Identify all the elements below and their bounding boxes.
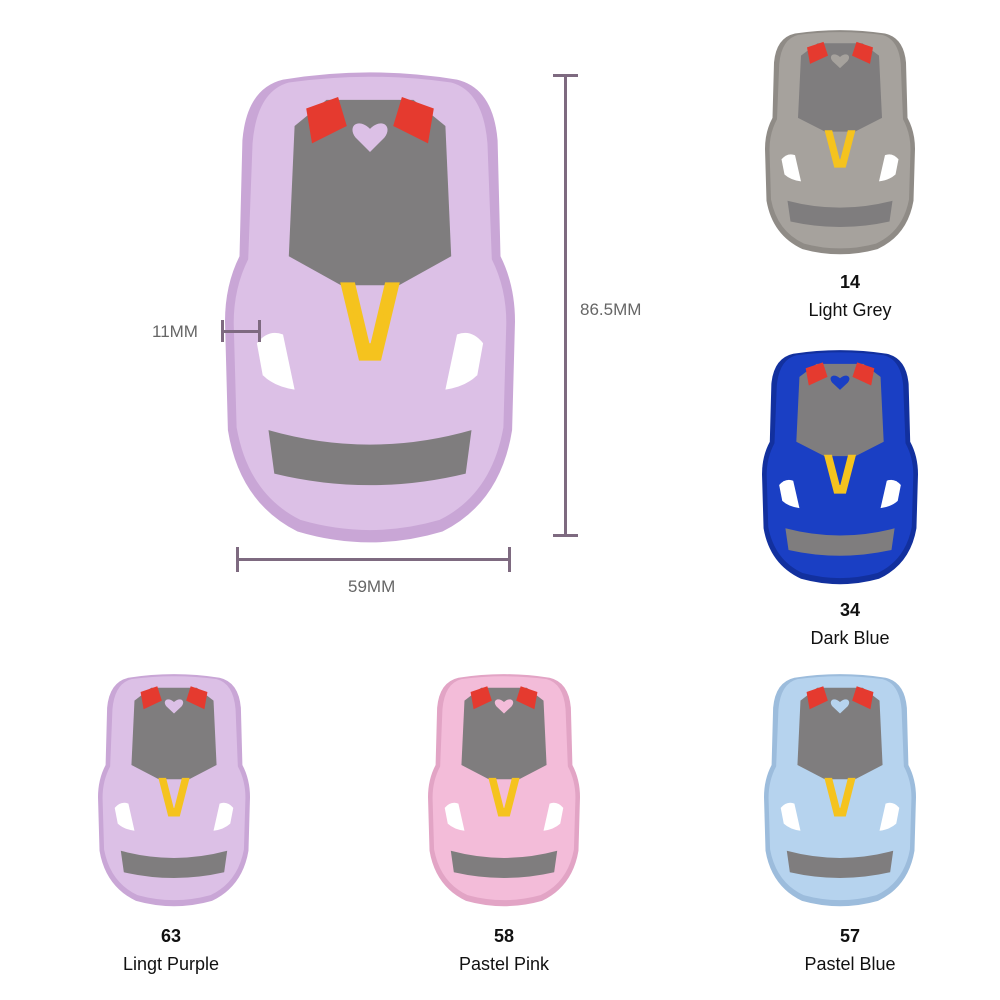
swatch-code: 63 [160, 926, 182, 946]
swatch-code: 57 [839, 926, 861, 946]
height-dimension-cap-bottom [553, 534, 578, 537]
car-windshield-left [306, 96, 347, 144]
thickness-dimension-cap-right [258, 320, 261, 342]
car-windshield-right [393, 96, 434, 144]
heart-icon [352, 123, 388, 153]
car-windshield-left [806, 686, 828, 710]
width-dimension-cap-right [508, 547, 511, 572]
car-headlight-left [779, 479, 800, 509]
height-dimension-line [564, 76, 567, 536]
width-dimension-line [237, 558, 510, 561]
car-headlight-left [781, 154, 801, 182]
car-windshield-right [852, 362, 875, 386]
swatch-car-dark-blue [762, 348, 918, 586]
car-windshield-right [186, 686, 208, 710]
swatch-label-pastel-pink: 58 Pastel Pink [414, 922, 594, 978]
height-dimension-label: 86.5MM [580, 300, 642, 319]
car-headlight-right [879, 154, 899, 182]
swatch-car-light-purple [98, 672, 250, 908]
car-windshield-right [852, 41, 873, 64]
car-hood-stripe [824, 130, 856, 168]
car-grille [785, 528, 895, 556]
swatch-name: Dark Blue [810, 628, 890, 648]
heart-icon [494, 699, 514, 714]
car-roof-panel [461, 687, 547, 780]
swatch-label-light-purple: 63 Lingt Purple [81, 922, 261, 978]
car-headlight-left [114, 802, 135, 831]
swatch-code: 58 [493, 926, 515, 946]
swatch-car-pastel-blue [764, 672, 916, 908]
car-roof-panel [798, 43, 882, 132]
car-windshield-left [807, 41, 828, 64]
car-grille [450, 850, 558, 878]
thickness-dimension-line [222, 330, 260, 333]
heart-icon [830, 699, 850, 714]
swatch-label-light-grey: 14 Light Grey [760, 268, 940, 324]
car-headlight-left [256, 332, 295, 390]
car-windshield-left [805, 362, 828, 386]
swatch-name: Light Grey [808, 300, 892, 320]
swatch-car-light-grey [765, 28, 915, 256]
car-headlight-left [780, 802, 801, 831]
swatch-name: Pastel Blue [804, 954, 896, 974]
thickness-dimension-cap-left [221, 320, 224, 342]
swatch-car-pastel-pink [428, 672, 580, 908]
car-roof-panel [288, 99, 452, 286]
swatch-name: Pastel Pink [458, 954, 550, 974]
height-dimension-cap-top [553, 74, 578, 77]
car-windshield-right [516, 686, 538, 710]
car-headlight-right [543, 802, 564, 831]
width-dimension-label: 59MM [348, 577, 396, 596]
car-headlight-right [445, 332, 484, 390]
car-headlight-right [880, 479, 901, 509]
main-teether-car [225, 68, 515, 546]
car-hood-stripe [340, 282, 400, 361]
car-windshield-left [470, 686, 492, 710]
car-grille [787, 200, 893, 227]
heart-icon [830, 54, 850, 69]
thickness-dimension-label: 11MM [152, 322, 198, 341]
car-hood-stripe [488, 777, 520, 817]
car-headlight-left [444, 802, 465, 831]
car-grille [786, 850, 894, 878]
swatch-label-pastel-blue: 57 Pastel Blue [760, 922, 940, 978]
width-dimension-cap-left [236, 547, 239, 572]
car-roof-panel [131, 687, 217, 780]
swatch-code: 14 [839, 272, 861, 292]
car-headlight-right [213, 802, 234, 831]
heart-icon [164, 699, 184, 714]
car-roof-panel [797, 687, 883, 780]
car-windshield-right [852, 686, 874, 710]
car-windshield-left [140, 686, 162, 710]
car-hood-stripe [823, 454, 857, 494]
car-hood-stripe [824, 777, 856, 817]
swatch-code: 34 [839, 600, 861, 620]
swatch-label-dark-blue: 34 Dark Blue [760, 596, 940, 652]
car-grille [120, 850, 228, 878]
car-grille [268, 430, 472, 486]
car-hood-stripe [158, 777, 190, 817]
heart-icon [830, 375, 850, 390]
car-roof-panel [796, 363, 884, 457]
swatch-name: Lingt Purple [122, 954, 220, 974]
car-headlight-right [879, 802, 900, 831]
